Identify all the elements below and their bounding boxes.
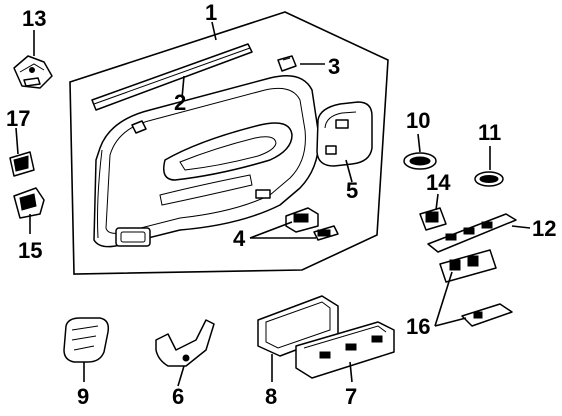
- callout-1: 1: [205, 0, 217, 25]
- clip-part-3: [277, 55, 297, 72]
- belt-molding-strip: [91, 43, 253, 111]
- leader-lines: [15, 21, 531, 387]
- ring-part-11: [474, 171, 504, 187]
- switch-panel-part-12: [427, 213, 517, 253]
- callout-14: 14: [426, 170, 451, 195]
- switch-part-14: [419, 207, 447, 231]
- callout-10: 10: [406, 108, 430, 133]
- armrest-pad-part-7: [295, 321, 395, 379]
- callout-3: 3: [328, 54, 340, 79]
- ring-part-10: [403, 152, 437, 170]
- switch-bezels-part-4: [285, 207, 339, 241]
- callout-11: 11: [478, 120, 501, 145]
- handle-cup-part-6: [155, 319, 215, 367]
- callout-5: 5: [346, 178, 358, 203]
- callout-15: 15: [18, 238, 42, 263]
- callout-labels: 1 2 3 4 5 6 7 8 9 10 11 12 13 14 15 16 1…: [6, 0, 556, 409]
- corner-cover-part-5: [316, 101, 373, 167]
- callout-9: 9: [77, 384, 89, 409]
- retainer-part-15: [13, 187, 45, 219]
- switch-assembly-part-16: [439, 249, 513, 327]
- callout-8: 8: [265, 384, 277, 409]
- callout-12: 12: [532, 216, 556, 241]
- clip-part-17: [9, 151, 35, 177]
- callout-17: 17: [6, 106, 30, 131]
- door-panel-assembly-box: [69, 11, 389, 275]
- escutcheon-part-9: [63, 317, 110, 363]
- callout-7: 7: [345, 384, 357, 409]
- door-trim-panel: [93, 75, 320, 248]
- bracket-part-13: [13, 55, 53, 89]
- callout-2: 2: [174, 90, 186, 115]
- callout-4: 4: [233, 226, 246, 251]
- callout-13: 13: [22, 6, 46, 31]
- callout-6: 6: [172, 384, 184, 409]
- callout-16: 16: [406, 314, 430, 339]
